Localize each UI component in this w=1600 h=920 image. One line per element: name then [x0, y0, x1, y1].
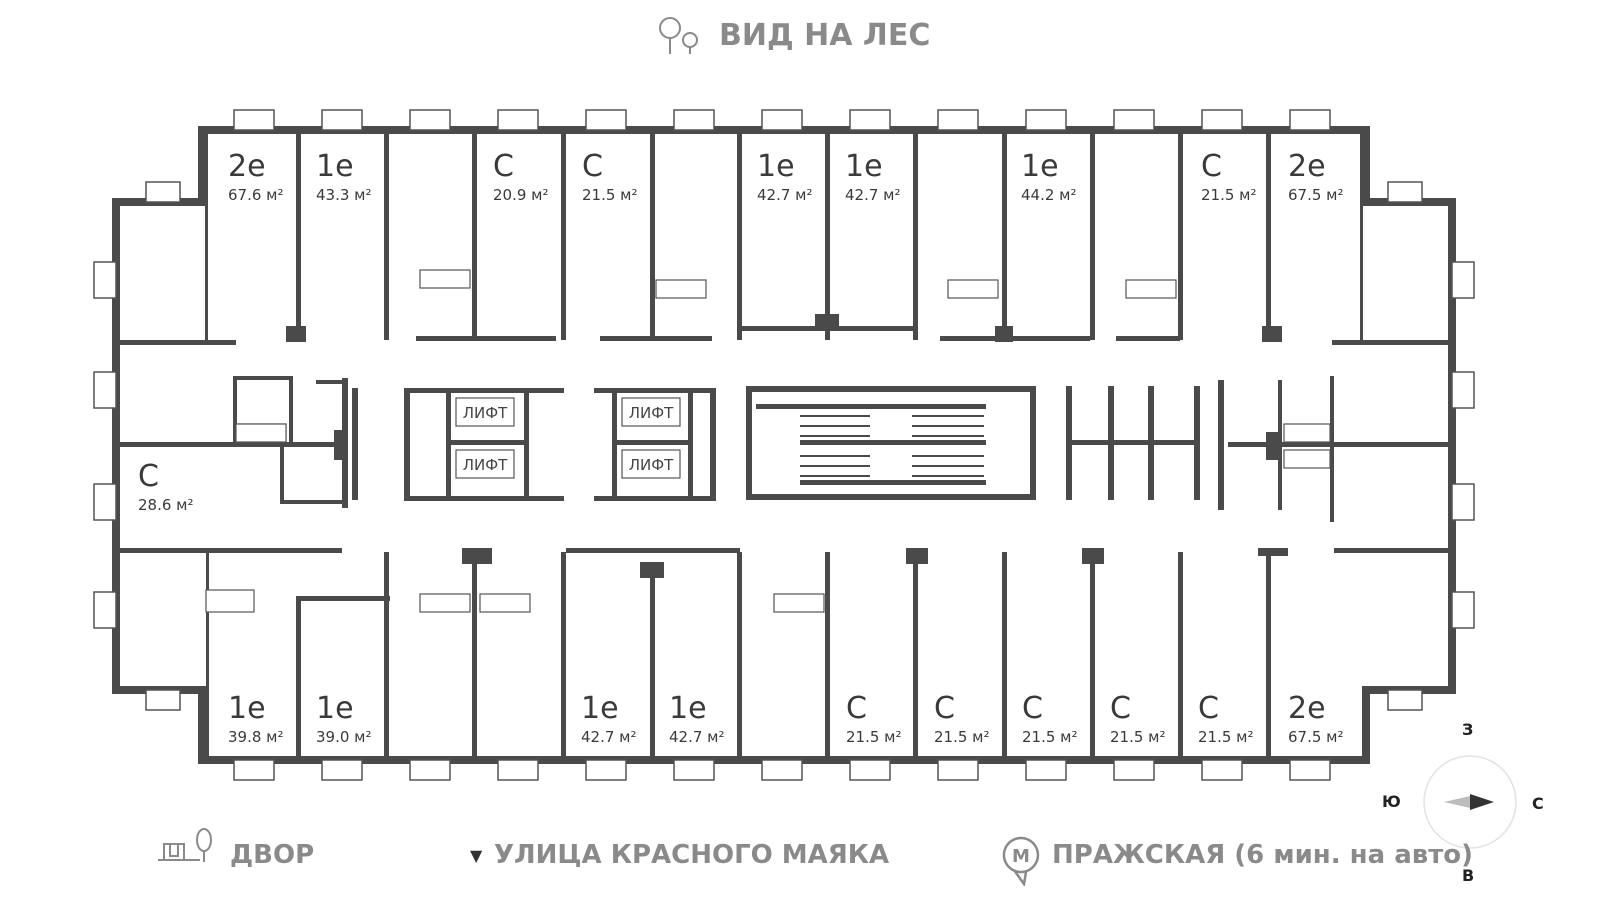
apartment-type: С — [582, 149, 603, 184]
bottom-partitions — [205, 548, 1288, 758]
apartment-area: 20.9 м² — [493, 186, 549, 204]
compass-south-label: В — [1462, 866, 1475, 885]
apartment-area: 42.7 м² — [845, 186, 901, 204]
apartment-labels-bottom: 1е 39.8 м² 1е 39.0 м² 1е 42.7 м² 1е 42.7 м² С 21.… — [228, 691, 1344, 746]
lift-label-2: ЛИФТ — [463, 456, 508, 474]
apartment-type: С — [934, 691, 955, 726]
apartment-area: 67.6 м² — [228, 186, 284, 204]
street-marker-icon: ▼ — [470, 846, 483, 865]
apartment-type: 1е — [228, 691, 266, 726]
lift-label-1: ЛИФТ — [463, 404, 508, 422]
windows-bottom — [145, 689, 1423, 781]
apartment-area: 21.5 м² — [1022, 728, 1078, 746]
compass: З Ю С В — [1380, 718, 1560, 894]
apartment-area: 67.5 м² — [1288, 728, 1344, 746]
playground-icon — [158, 828, 212, 862]
compass-north-label: З — [1462, 720, 1474, 739]
compass-east-label: С — [1532, 794, 1544, 813]
apartment-area: 21.5 м² — [1198, 728, 1254, 746]
apartment-area: 42.7 м² — [669, 728, 725, 746]
top-bathtubs — [235, 269, 1177, 443]
tree-icon — [659, 17, 698, 54]
apartment-type: С — [1198, 691, 1219, 726]
apartment-labels-left: С 28.6 м² — [138, 459, 194, 514]
apartment-type: С — [846, 691, 867, 726]
apartment-area: 42.7 м² — [757, 186, 813, 204]
apartment-labels-top: 2е 67.6 м² 1е 43.3 м² С 20.9 м² С 21.5 м² 1е 42.7… — [228, 149, 1344, 204]
metro-pin-icon: M — [1002, 836, 1040, 886]
apartment-type: С — [138, 459, 159, 494]
yard-label: ДВОР — [230, 840, 315, 870]
apartment-area: 39.8 м² — [228, 728, 284, 746]
apartment-area: 42.7 м² — [581, 728, 637, 746]
right-wing — [1218, 340, 1450, 553]
apartment-area: 67.5 м² — [1288, 186, 1344, 204]
apartment-area: 39.0 м² — [316, 728, 372, 746]
apartment-area: 21.5 м² — [846, 728, 902, 746]
top-partitions — [205, 130, 1363, 342]
apartment-area: 28.6 м² — [138, 496, 194, 514]
apartment-type: 1е — [1021, 149, 1059, 184]
compass-west-label: Ю — [1382, 792, 1401, 811]
street-label: УЛИЦА КРАСНОГО МАЯКА — [494, 840, 890, 870]
metro-label: ПРАЖСКАЯ (6 мин. на авто) — [1052, 840, 1474, 870]
apartment-type: 1е — [581, 691, 619, 726]
apartment-area: 44.2 м² — [1021, 186, 1077, 204]
apartment-type: С — [1201, 149, 1222, 184]
apartment-type: 2е — [1288, 691, 1326, 726]
compass-arrow-icon — [1423, 755, 1517, 849]
apartment-area: 21.5 м² — [582, 186, 638, 204]
apartment-type: С — [493, 149, 514, 184]
apartment-type: 2е — [228, 149, 266, 184]
lift-label-4: ЛИФТ — [629, 456, 674, 474]
metro-letter: M — [1012, 846, 1030, 867]
apartment-area: 21.5 м² — [1201, 186, 1257, 204]
left-wing — [116, 340, 348, 553]
apartment-area: 21.5 м² — [1110, 728, 1166, 746]
core-lifts: ЛИФТ ЛИФТ ЛИФТ ЛИФТ — [352, 388, 716, 501]
header-title: ВИД НА ЛЕС — [719, 18, 931, 53]
windows-top — [145, 109, 1423, 203]
core-stairs — [746, 386, 1200, 500]
apartment-type: С — [1022, 691, 1043, 726]
apartment-area: 21.5 м² — [934, 728, 990, 746]
apartment-type: С — [1110, 691, 1131, 726]
apartment-type: 1е — [316, 691, 354, 726]
apartment-area: 43.3 м² — [316, 186, 372, 204]
windows-sides — [93, 261, 1475, 629]
apartment-type: 2е — [1288, 149, 1326, 184]
apartment-type: 1е — [316, 149, 354, 184]
apartment-type: 1е — [669, 691, 707, 726]
apartment-type: 1е — [757, 149, 795, 184]
apartment-type: 1е — [845, 149, 883, 184]
lift-label-3: ЛИФТ — [629, 404, 674, 422]
